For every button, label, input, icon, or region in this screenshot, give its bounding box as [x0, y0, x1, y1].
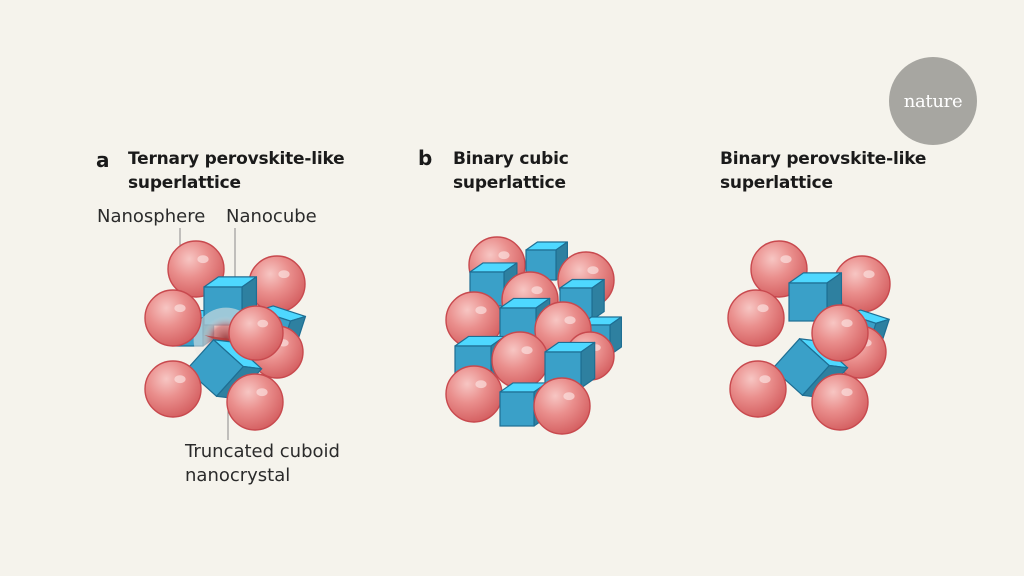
nanocube-icon: [837, 309, 890, 353]
nanocube-icon: [579, 316, 623, 356]
nanosphere-icon: [557, 251, 615, 309]
panel-c-title: Binary perovskite-like superlattice: [720, 147, 926, 195]
nanosphere-icon: [445, 291, 503, 349]
nature-logo-text: nature: [903, 90, 963, 112]
nanosphere-icon: [167, 240, 225, 298]
nanosphere-icon: [727, 289, 785, 347]
binary-perovskite-superlattice: [727, 240, 891, 431]
panel-a-letter: a: [96, 148, 110, 172]
label-nanosphere: Nanosphere: [97, 206, 206, 227]
nature-logo: nature: [889, 57, 977, 145]
nanocube-icon: [174, 309, 215, 347]
nanocube-icon: [525, 241, 569, 281]
nanosphere-icon: [491, 331, 549, 389]
label-truncated-line1: Truncated cuboid: [185, 441, 340, 462]
panel-c-title-line1: Binary perovskite-like: [720, 149, 927, 169]
ternary-perovskite-superlattice: [144, 240, 307, 431]
panel-b-title-line1: Binary cubic: [453, 149, 569, 169]
nanosphere-icon: [750, 240, 808, 298]
nanosphere-icon: [228, 305, 284, 361]
panel-a-title-line2: superlattice: [128, 173, 241, 193]
truncated-cuboid-icon: [193, 307, 259, 373]
nanocube-icon: [203, 276, 258, 326]
panel-a-title: Ternary perovskite-like superlattice: [128, 147, 345, 195]
nanosphere-icon: [533, 377, 591, 435]
nanosphere-icon: [534, 301, 592, 359]
nanocube-icon: [499, 382, 548, 427]
label-truncated-cuboid: Truncated cuboid nanocrystal: [185, 440, 340, 488]
nanosphere-icon: [248, 255, 306, 313]
panel-a-title-line1: Ternary perovskite-like: [128, 149, 345, 169]
nanosphere-icon: [250, 325, 304, 379]
binary-cubic-superlattice: [445, 236, 623, 435]
nanosphere-icon: [811, 304, 869, 362]
nanosphere-icon: [468, 236, 526, 294]
panel-b-title-line2: superlattice: [453, 173, 566, 193]
nanosphere-icon: [226, 373, 284, 431]
nanocube-icon: [499, 297, 551, 345]
nanocube-icon: [454, 335, 506, 383]
nanocube-icon: [771, 337, 849, 399]
nanocube-icon: [559, 278, 605, 321]
nanosphere-icon: [833, 255, 891, 313]
nanosphere-icon: [501, 271, 559, 329]
nanosphere-icon: [729, 360, 787, 418]
label-truncated-line2: nanocrystal: [185, 465, 291, 486]
nanosphere-icon: [445, 365, 503, 423]
nanosphere-icon: [565, 331, 615, 381]
nanosphere-icon: [811, 373, 869, 431]
nanosphere-icon: [833, 325, 887, 379]
nanocube-icon: [544, 341, 596, 389]
nanosphere-icon: [144, 360, 202, 418]
nanosphere-icon: [144, 289, 202, 347]
nanocube-icon: [185, 338, 263, 400]
panel-b-letter: b: [418, 146, 433, 170]
nanocube-icon: [469, 262, 518, 307]
panel-c-title-line2: superlattice: [720, 173, 833, 193]
label-nanocube: Nanocube: [226, 206, 317, 227]
nanocube-icon: [788, 272, 843, 322]
panel-b-title: Binary cubic superlattice: [453, 147, 569, 195]
nanocube-icon: [246, 305, 307, 355]
